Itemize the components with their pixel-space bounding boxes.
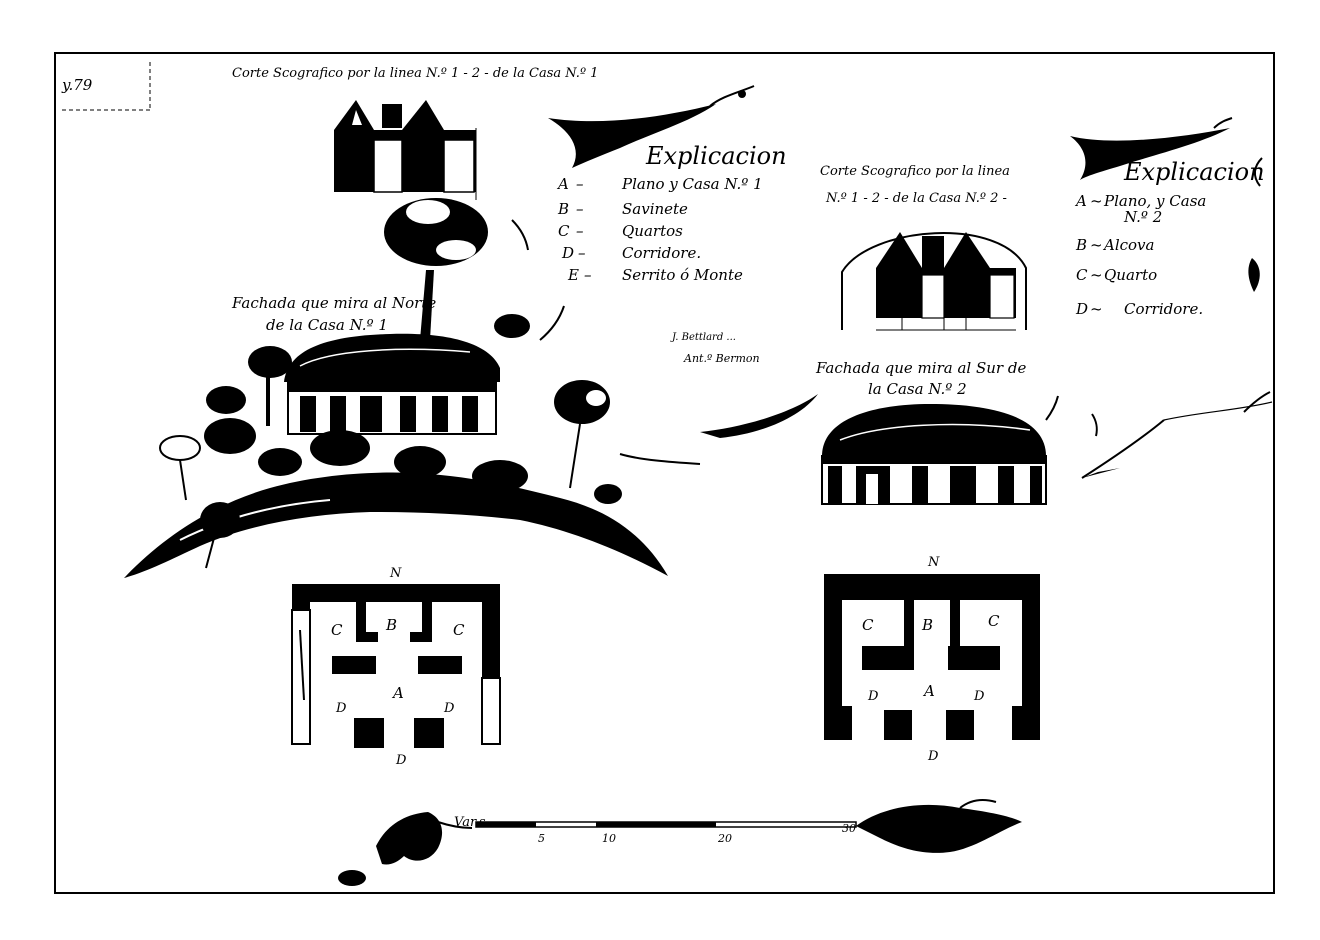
house1-plan-label-a: A <box>391 684 404 702</box>
scale-tick-5: 5 <box>538 832 545 845</box>
house1-plan-label-b: B <box>385 616 397 634</box>
house1-plan-label-c-right: C <box>453 621 465 639</box>
svg-text:Corridore.: Corridore. <box>1124 300 1203 318</box>
house2-section-title-line1: Corte Scografico por la linea <box>820 164 1010 179</box>
scale-start-label: Var.s <box>454 815 486 830</box>
house2-plan-label-s: D <box>927 749 939 764</box>
house1-floor-plan: N C B C A D D D <box>291 566 501 768</box>
legend2-title: Explicacion <box>1123 158 1265 186</box>
legend1-item: D – Corridore. <box>561 244 701 262</box>
house1-section-title: Corte Scografico por la linea N.º 1 - 2 … <box>232 66 598 81</box>
svg-text:~: ~ <box>1090 266 1103 284</box>
house1-plan-label-d-left: D <box>335 701 347 716</box>
svg-text:Serrito ó Monte: Serrito ó Monte <box>622 266 743 284</box>
svg-text:A: A <box>556 175 569 193</box>
legend1-item: B – Savinete <box>557 200 688 218</box>
house2-facade-title-line1: Fachada que mira al Sur de <box>815 359 1026 377</box>
legend2-flourish <box>1070 117 1233 180</box>
house1-section-drawing <box>334 100 477 200</box>
house1-facade-title-line2: de la Casa N.º 1 <box>266 316 388 334</box>
house1-plan-label-c-left: C <box>331 621 343 639</box>
legend2-item: C ~ Quarto <box>1076 266 1157 284</box>
scale-tick-10: 10 <box>602 832 616 845</box>
signature-line2: Ant.º Bermon <box>683 352 760 365</box>
house2-plan-label-b: B <box>921 616 933 634</box>
house1-plan-label-d-right: D <box>443 701 455 716</box>
house2-facade-title-line2: la Casa N.º 2 <box>868 380 967 398</box>
legend2-item: B ~ Alcova <box>1075 236 1154 254</box>
sheet-frame <box>54 52 1275 894</box>
svg-text:–: – <box>576 175 584 193</box>
corner-note-text: y.79 <box>61 76 93 94</box>
legend1-flourish <box>548 85 755 168</box>
legend1-title: Explicacion <box>645 142 787 170</box>
svg-text:D: D <box>1075 300 1088 318</box>
house2-plan-label-n: N <box>927 555 940 570</box>
svg-text:A: A <box>1074 192 1087 210</box>
svg-text:Plano y Casa N.º 1: Plano y Casa N.º 1 <box>621 175 763 193</box>
house1-facade-title-line1: Fachada que mira al Norte <box>231 294 436 312</box>
svg-text:Quartos: Quartos <box>622 222 683 240</box>
side-ornaments <box>1248 157 1263 292</box>
legend2-item: A ~ Plano, y Casa <box>1074 192 1206 210</box>
house2-floor-plan: N C B C A D D D <box>824 555 1040 764</box>
house1-plan-label-s: D <box>395 753 407 768</box>
house2-plan-label-c-right: C <box>988 612 1000 630</box>
svg-text:Quarto: Quarto <box>1104 266 1157 284</box>
svg-text:~: ~ <box>1090 192 1103 210</box>
svg-text:–: – <box>576 222 584 240</box>
svg-text:Corridore.: Corridore. <box>622 244 701 262</box>
svg-text:~: ~ <box>1090 300 1103 318</box>
legend1-item: C – Quartos <box>558 222 683 240</box>
house2-section-title-line2: N.º 1 - 2 - de la Casa N.º 2 - <box>825 191 1007 206</box>
svg-text:E: E <box>567 266 579 284</box>
house2-section-drawing <box>841 232 1027 331</box>
house1-facade-landscape <box>124 198 701 578</box>
svg-text:–: – <box>584 266 592 284</box>
svg-text:N.º 2: N.º 2 <box>1123 208 1162 226</box>
scale-tick-20: 20 <box>717 832 732 845</box>
svg-text:Alcova: Alcova <box>1102 236 1154 254</box>
svg-text:B: B <box>557 200 569 218</box>
house2-plan-label-d-right: D <box>973 689 985 704</box>
house2-plan-label-c-left: C <box>862 616 874 634</box>
svg-text:Plano, y Casa: Plano, y Casa <box>1103 192 1206 210</box>
svg-text:B: B <box>1075 236 1087 254</box>
svg-text:~: ~ <box>1090 236 1103 254</box>
svg-text:D: D <box>561 244 574 262</box>
svg-text:Savinete: Savinete <box>622 200 688 218</box>
signature-line1: J. Bettlard ... <box>670 332 736 343</box>
house1-plan-label-n: N <box>389 566 402 581</box>
legend1-item: A – Plano y Casa N.º 1 <box>556 175 763 193</box>
legend1-item: E – Serrito ó Monte <box>567 266 743 284</box>
scale-tick-30: 30 <box>842 822 856 835</box>
legend2-list: A ~ Plano, y Casa N.º 2 B ~ Alcova C ~ Q… <box>1074 192 1206 318</box>
house2-plan-label-a: A <box>922 682 935 700</box>
corner-note: y.79 <box>61 62 151 111</box>
legend2-item: D ~ Corridore. <box>1075 300 1203 318</box>
svg-text:–: – <box>578 244 586 262</box>
svg-text:–: – <box>576 200 584 218</box>
svg-text:C: C <box>558 222 570 240</box>
scale-bar: Var.s 5 10 20 30 <box>338 799 1022 886</box>
house2-facade-drawing <box>700 391 1273 505</box>
legend1-list: A – Plano y Casa N.º 1 B – Savinete C – … <box>556 175 763 284</box>
house2-plan-label-d-left: D <box>867 689 879 704</box>
legend2-item: N.º 2 <box>1123 208 1162 226</box>
svg-text:C: C <box>1076 266 1088 284</box>
